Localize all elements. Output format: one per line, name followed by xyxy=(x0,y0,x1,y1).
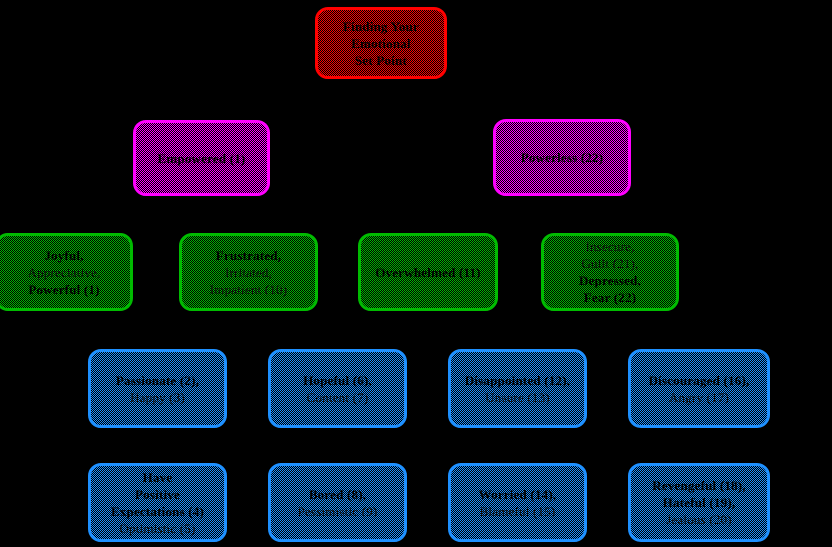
node-powerless: Powerless (22) xyxy=(493,119,631,196)
node-line: Hateful (19), xyxy=(662,495,736,510)
node-line: Worried (14), xyxy=(478,486,557,502)
node-discouraged-angry: Discouraged (16),Angry (17) xyxy=(628,349,770,428)
node-label: Hopeful (6),Content (7) xyxy=(271,372,404,406)
node-label: Revengeful (18), Hateful (19), Jealous (20… xyxy=(631,477,767,528)
node-line: Bored (8), xyxy=(308,486,367,502)
node-line: Have xyxy=(142,469,173,485)
node-line: Insecure, xyxy=(585,239,635,254)
node-line: Powerful (1) xyxy=(28,281,100,297)
node-label: Discouraged (16),Angry (17) xyxy=(631,372,767,406)
node-line: Powerless (22) xyxy=(520,150,604,165)
node-disappointed-unsure: Disappointed (12),Unsure (13) xyxy=(448,349,587,428)
node-line: Appreciative, xyxy=(27,264,101,280)
node-line: Overwhelmed (11) xyxy=(375,264,481,280)
node-revengeful-hateful-jealous: Revengeful (18), Hateful (19), Jealous (20… xyxy=(628,463,770,542)
node-line: Content (7) xyxy=(306,389,369,405)
node-line: Guilt (21), xyxy=(581,256,639,271)
node-overwhelmed: Overwhelmed (11) xyxy=(358,233,498,311)
node-line: Positive xyxy=(135,486,180,502)
node-label: Bored (8),Pessimistic (9) xyxy=(271,486,404,520)
node-line: Disappointed (12), xyxy=(464,372,571,388)
node-label: Powerless (22) xyxy=(496,149,628,166)
node-line: Expectations (4) xyxy=(110,503,205,519)
node-frustrated-irritated-impatient: Frustrated,Irritated,Impatient (10) xyxy=(179,233,318,311)
node-line: Happy (3) xyxy=(130,389,185,405)
node-line: Irritated, xyxy=(224,264,273,280)
node-label: Frustrated,Irritated,Impatient (10) xyxy=(182,247,315,298)
node-label: Insecure, Guilt (21), Depressed, Fear (22) xyxy=(544,238,676,306)
node-line: Passionate (2), xyxy=(115,372,200,388)
node-line: Depressed, xyxy=(578,273,642,288)
node-insecure-guilt-depressed-fear: Insecure, Guilt (21), Depressed, Fear (22) xyxy=(541,233,679,311)
node-line: Finding Your xyxy=(343,18,419,34)
node-label: Overwhelmed (11) xyxy=(361,264,495,281)
node-line: Revengeful (18), xyxy=(652,478,746,493)
node-line: Set Point xyxy=(355,52,407,68)
node-bored-pessimistic: Bored (8),Pessimistic (9) xyxy=(268,463,407,542)
node-line: Frustrated, xyxy=(215,247,282,263)
node-line: Angry (17) xyxy=(668,389,730,405)
node-worried-blameful: Worried (14),Blameful (15) xyxy=(448,463,587,542)
node-line: Impatient (10) xyxy=(209,281,288,297)
node-line: Hopeful (6), xyxy=(303,372,372,388)
node-line: Fear (22) xyxy=(583,290,637,305)
node-line: Optimistic (5) xyxy=(119,520,196,536)
node-joyful-appreciative-powerful: Joyful,Appreciative,Powerful (1) xyxy=(0,233,133,311)
node-line: Pessimistic (9) xyxy=(297,503,378,519)
node-line: Blameful (15) xyxy=(479,503,556,519)
node-line: Unsure (13) xyxy=(485,389,550,405)
node-line: Emotional xyxy=(351,35,411,51)
node-empowered: Empowered (1) xyxy=(133,120,270,196)
node-label: Passionate (2),Happy (3) xyxy=(91,372,224,406)
node-label: Empowered (1) xyxy=(136,150,267,167)
node-line: Joyful, xyxy=(44,247,84,263)
node-label: Joyful,Appreciative,Powerful (1) xyxy=(0,247,130,298)
node-line: Discouraged (16), xyxy=(648,372,750,388)
node-line: Jealous (20) xyxy=(666,512,732,527)
node-label: Disappointed (12),Unsure (13) xyxy=(451,372,584,406)
node-label: Worried (14),Blameful (15) xyxy=(451,486,584,520)
node-hopeful-content: Hopeful (6),Content (7) xyxy=(268,349,407,428)
node-passionate-happy: Passionate (2),Happy (3) xyxy=(88,349,227,428)
node-line: Empowered (1) xyxy=(157,150,246,166)
